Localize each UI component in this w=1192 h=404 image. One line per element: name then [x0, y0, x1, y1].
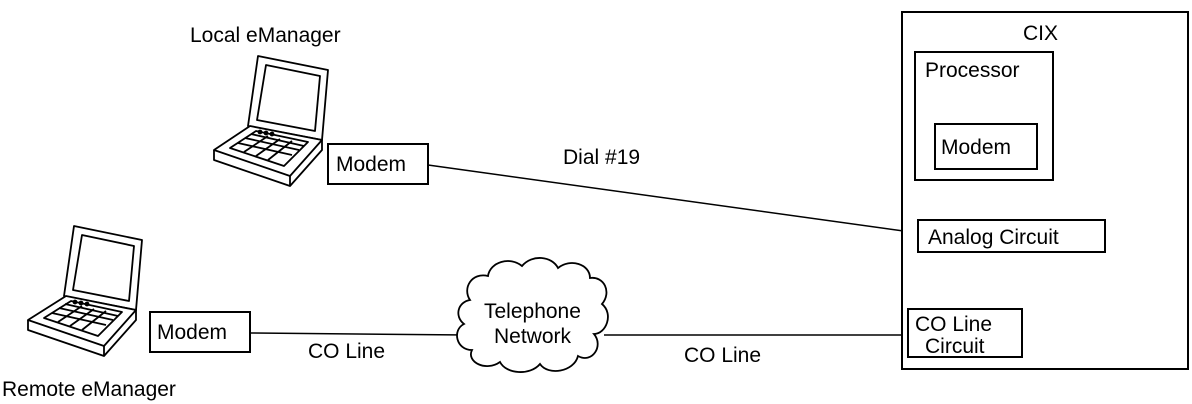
local-emanager-label: Local eManager — [190, 24, 341, 47]
processor-label: Processor — [925, 59, 1020, 82]
cix-label: CIX — [1023, 22, 1058, 45]
laptop-icon — [27, 225, 143, 357]
dial-line — [427, 164, 919, 234]
local-modem-label: Modem — [336, 153, 406, 176]
laptop-icon — [213, 55, 329, 187]
telephone-network-label-1: Telephone — [484, 300, 581, 323]
co-line-left-label: CO Line — [308, 340, 385, 363]
dial-label: Dial #19 — [563, 146, 640, 169]
telephone-network-label-2: Network — [494, 325, 572, 348]
co-line-circuit-box — [907, 308, 1023, 358]
internal-modem-label: Modem — [941, 136, 1011, 159]
remote-modem-label: Modem — [157, 321, 227, 344]
remote-emanager-label: Remote eManager — [2, 378, 176, 401]
analog-circuit-box — [917, 219, 1106, 253]
remote-modem-box — [149, 311, 251, 353]
co-line-circuit-label-2: Circuit — [925, 335, 985, 358]
co-line-right-label: CO Line — [684, 344, 761, 367]
cloud-icon — [456, 257, 609, 373]
local-modem-box — [327, 143, 429, 185]
co-line-circuit-label-1: CO Line — [915, 313, 992, 336]
co-line-left-wire — [249, 332, 469, 336]
analog-circuit-label: Analog Circuit — [928, 226, 1059, 249]
internal-modem-box — [934, 123, 1038, 170]
